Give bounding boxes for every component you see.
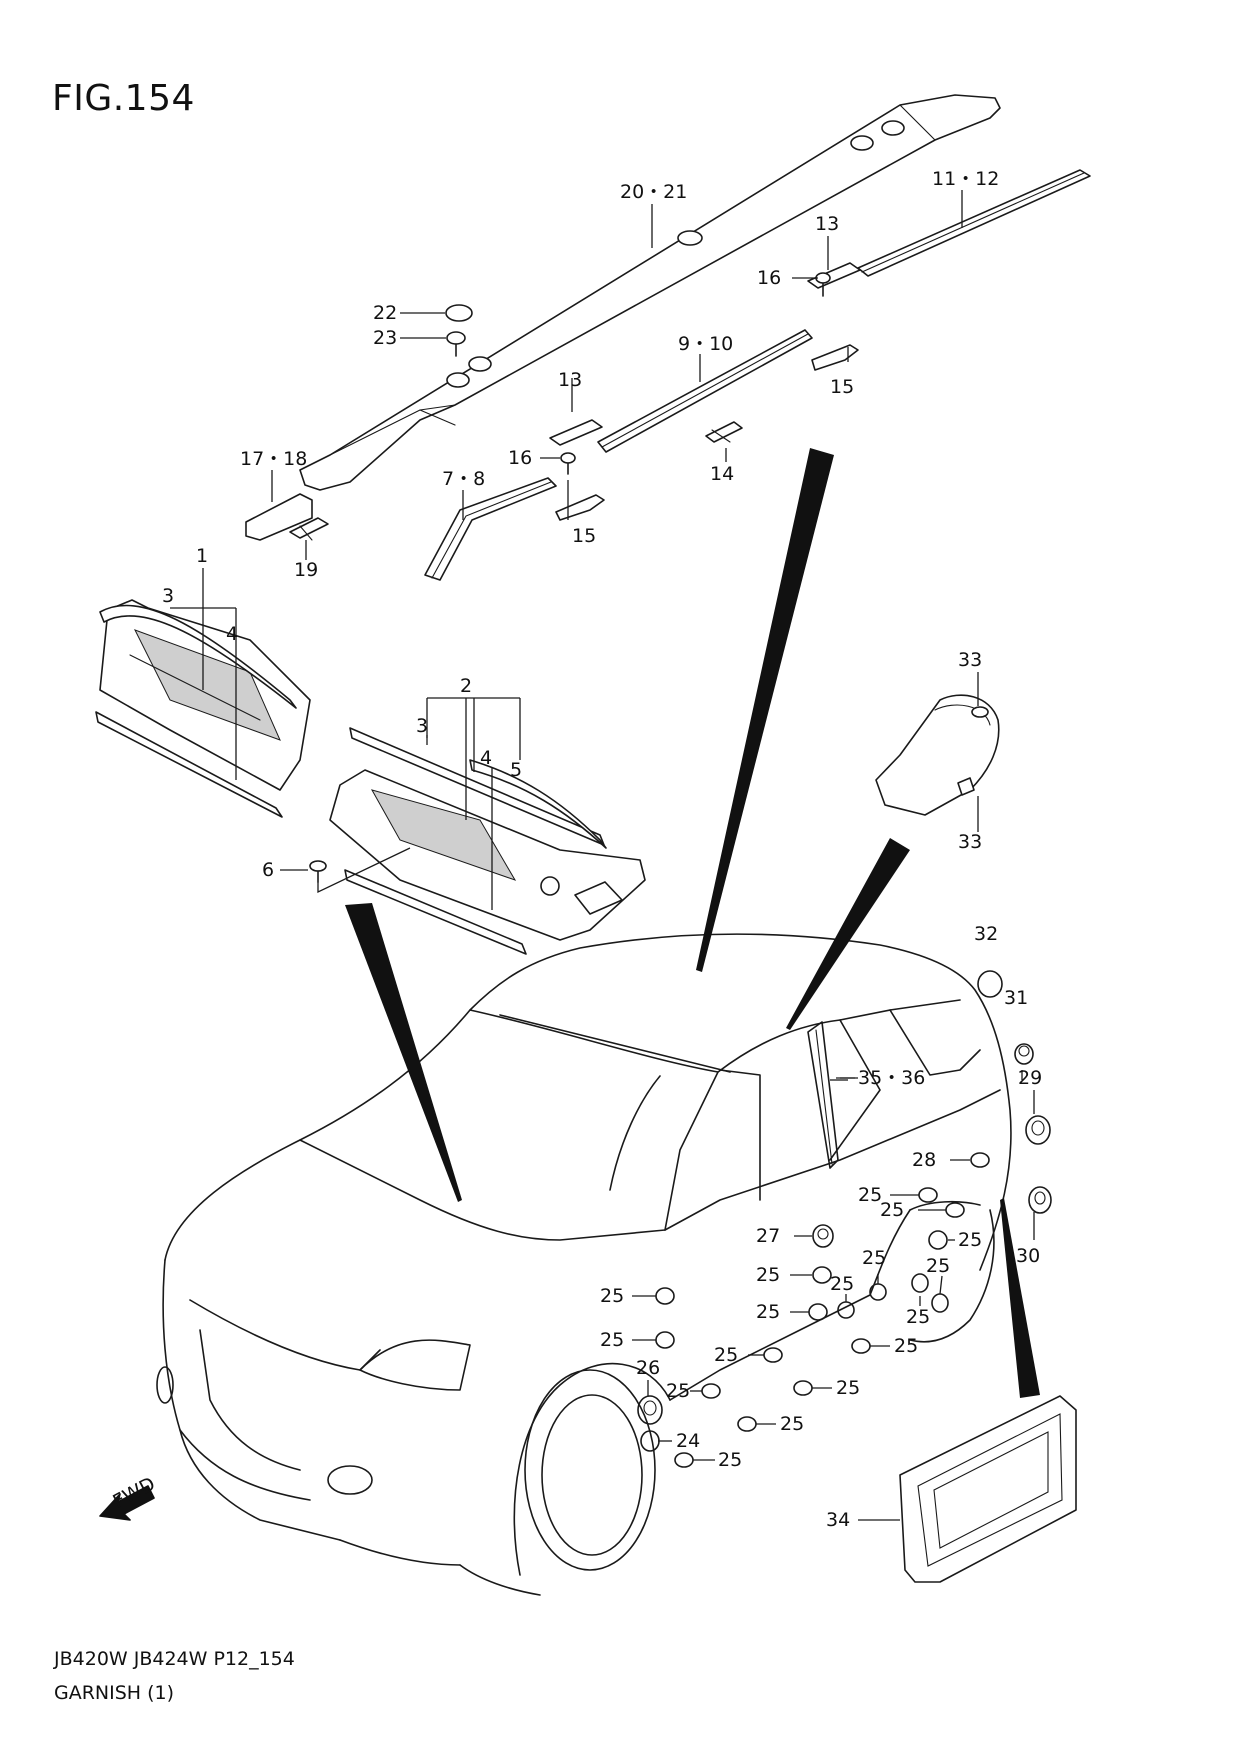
bracket-part-15-lower[interactable] — [555, 494, 605, 521]
callout-25-a: 25 — [858, 1184, 882, 1206]
callout-33-lower: 33 — [958, 831, 982, 853]
callout-4-lh: 4 — [226, 623, 238, 645]
callout-3-rh: 3 — [416, 715, 428, 737]
grommet-part-31[interactable] — [1014, 1043, 1034, 1065]
clip-part-13-lower[interactable] — [549, 419, 603, 446]
drip-moulding-11-12[interactable] — [857, 169, 1091, 277]
clip-part-6[interactable] — [309, 860, 327, 883]
callout-25-l: 25 — [714, 1344, 738, 1366]
callout-29: 29 — [1018, 1067, 1042, 1089]
callout-1: 1 — [196, 545, 208, 567]
pointer-wedges — [345, 448, 1040, 1398]
callout-19: 19 — [294, 559, 318, 581]
callout-25-e: 25 — [926, 1255, 950, 1277]
callout-25-p: 25 — [780, 1413, 804, 1435]
callout-17-18: 17・18 — [240, 448, 307, 470]
section-name: GARNISH (1) — [54, 1682, 175, 1704]
callout-25-m: 25 — [894, 1335, 918, 1357]
fuel-filler-lid[interactable] — [875, 694, 1000, 816]
air-outlet-34[interactable] — [899, 1395, 1077, 1583]
clip-part-24[interactable] — [640, 1430, 660, 1452]
callout-5: 5 — [510, 759, 522, 781]
roof-rail[interactable] — [299, 94, 1001, 491]
grommet-part-26[interactable] — [637, 1395, 663, 1425]
bolt-part-23[interactable] — [446, 331, 466, 357]
seal-part-3-lh[interactable] — [99, 604, 297, 709]
bracket-part-15-upper[interactable] — [811, 344, 859, 371]
moulding-9-10[interactable] — [597, 329, 813, 453]
screw-part-16-upper[interactable] — [815, 272, 831, 297]
callout-25-b: 25 — [880, 1199, 904, 1221]
clip-part-14[interactable] — [705, 421, 743, 443]
callout-11-12: 11・12 — [932, 168, 999, 190]
callout-25-o: 25 — [836, 1377, 860, 1399]
callout-26: 26 — [636, 1357, 660, 1379]
clip-part-13-upper[interactable] — [807, 262, 861, 289]
forward-arrow: FWD — [99, 1473, 159, 1521]
callout-15-upper: 15 — [830, 376, 854, 398]
seal-part-5[interactable] — [469, 759, 607, 849]
grommet-part-30[interactable] — [1028, 1186, 1052, 1214]
callout-25-j: 25 — [906, 1306, 930, 1328]
callout-25-h: 25 — [600, 1285, 624, 1307]
callout-27: 27 — [756, 1225, 780, 1247]
callout-13-upper: 13 — [815, 213, 839, 235]
callout-25-n: 25 — [666, 1380, 690, 1402]
callout-25-q: 25 — [718, 1449, 742, 1471]
screw-part-16-lower[interactable] — [560, 452, 576, 475]
clip-part-27[interactable] — [812, 1224, 834, 1248]
callout-3-lh: 3 — [162, 585, 174, 607]
callout-25-k: 25 — [600, 1329, 624, 1351]
grommet-part-32[interactable] — [977, 970, 1003, 998]
cowl-top-lh[interactable] — [99, 599, 311, 791]
cowl-top-rh[interactable] — [329, 769, 646, 941]
vehicle-outline — [156, 933, 1012, 1596]
seal-part-4-rh[interactable] — [344, 869, 527, 955]
seal-part-4-lh[interactable] — [95, 711, 283, 818]
callout-15-lower: 15 — [572, 525, 596, 547]
end-cap-17-18[interactable] — [245, 493, 313, 541]
callout-20-21: 20・21 — [620, 181, 687, 203]
callout-33-upper: 33 — [958, 649, 982, 671]
callout-30: 30 — [1016, 1245, 1040, 1267]
callout-24: 24 — [676, 1430, 700, 1452]
grommet-part-29[interactable] — [1025, 1115, 1051, 1145]
moulding-7-8[interactable] — [424, 477, 557, 581]
callout-25-d: 25 — [862, 1247, 886, 1269]
callout-25-i: 25 — [756, 1301, 780, 1323]
callout-6: 6 — [262, 859, 274, 881]
callout-25-g: 25 — [830, 1273, 854, 1295]
cap-part-22[interactable] — [445, 304, 473, 322]
callout-labels: 20・21 11・12 13 16 22 23 9・10 15 13 16 17… — [162, 168, 1042, 1531]
callout-32: 32 — [974, 923, 998, 945]
figure-title: FIG.154 — [52, 78, 195, 119]
pillar-moulding-35-36[interactable] — [807, 1021, 839, 1169]
callout-7-8: 7・8 — [442, 468, 485, 490]
callout-9-10: 9・10 — [678, 333, 733, 355]
clip-part-28[interactable] — [970, 1152, 990, 1168]
callout-23: 23 — [373, 327, 397, 349]
callout-25-f: 25 — [756, 1264, 780, 1286]
clip-part-19[interactable] — [289, 517, 329, 541]
callout-25-c: 25 — [958, 1229, 982, 1251]
callout-13-lower: 13 — [558, 369, 582, 391]
callout-4-rh: 4 — [480, 747, 492, 769]
callout-16-lower: 16 — [508, 447, 532, 469]
callout-14: 14 — [710, 463, 734, 485]
callout-34: 34 — [826, 1509, 850, 1531]
callout-22: 22 — [373, 302, 397, 324]
leader-lines — [170, 190, 1035, 1521]
model-code: JB420W JB424W P12_154 — [54, 1648, 295, 1670]
callout-31: 31 — [1004, 987, 1028, 1009]
callout-16-upper: 16 — [757, 267, 781, 289]
callout-35-36: 35・36 — [858, 1067, 925, 1089]
callout-2: 2 — [460, 675, 472, 697]
callout-28: 28 — [912, 1149, 936, 1171]
